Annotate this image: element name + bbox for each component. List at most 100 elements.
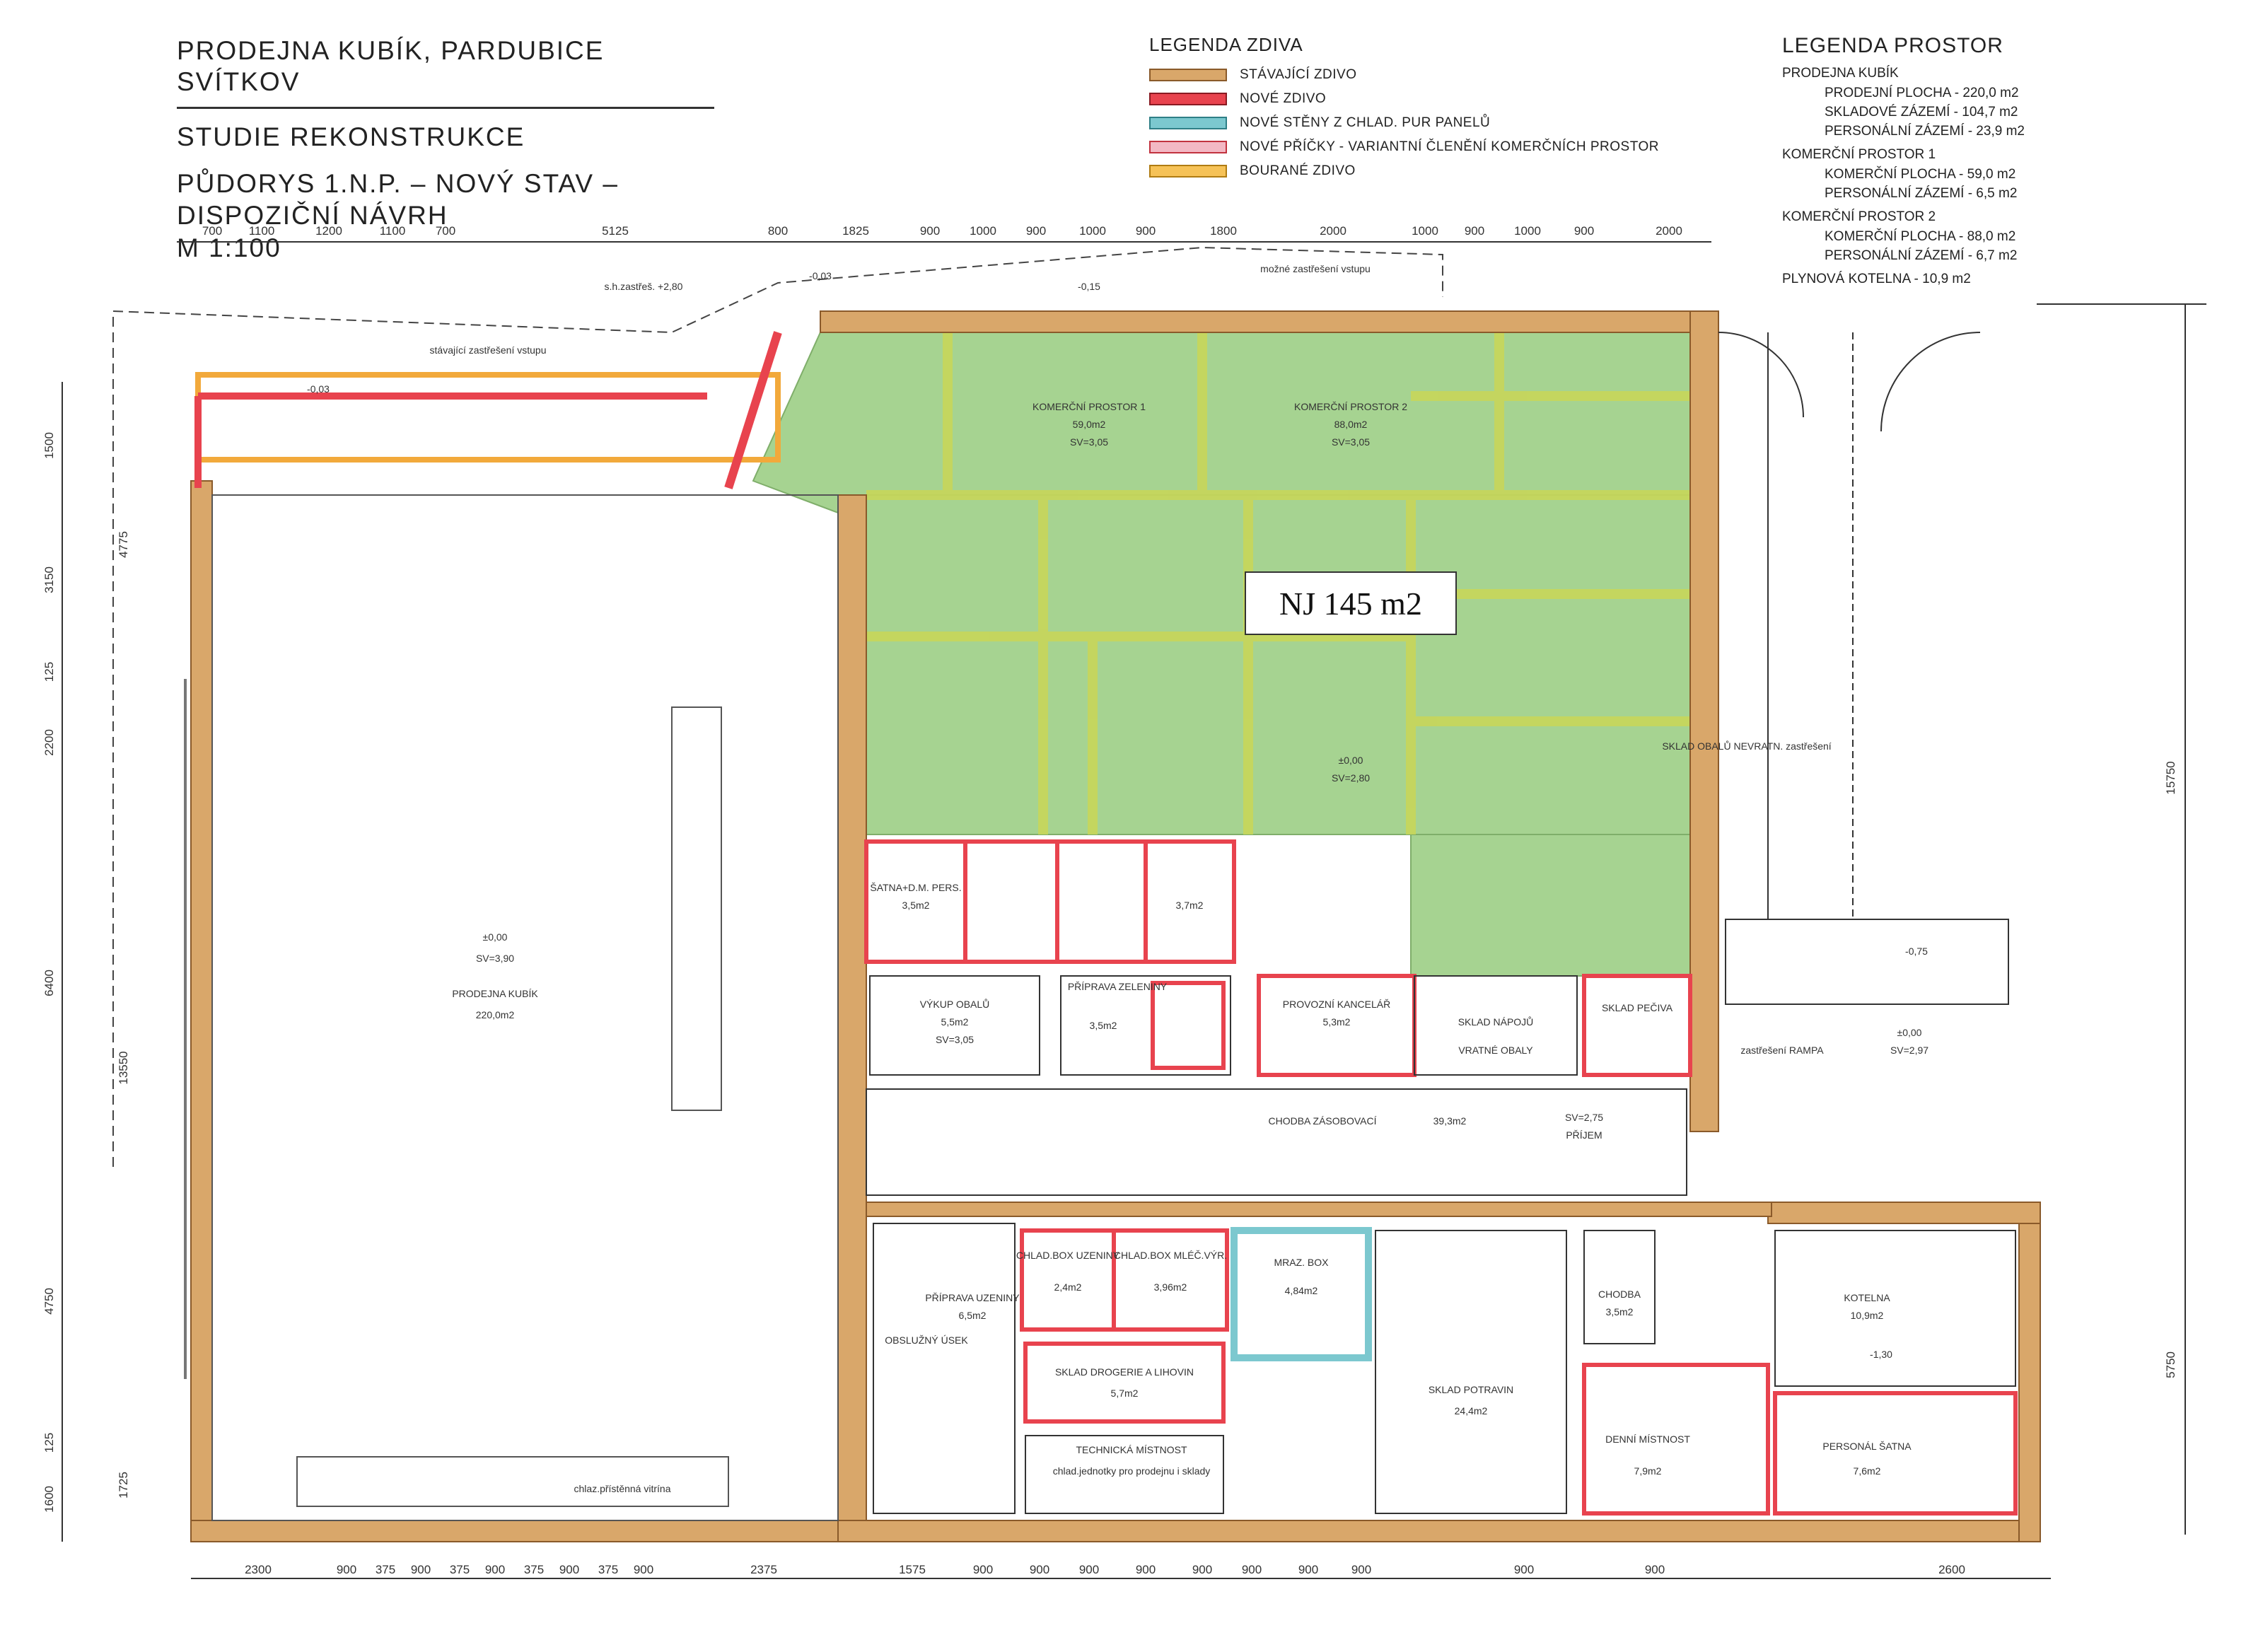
label-kotelna-area: 10,9m2: [1851, 1310, 1884, 1321]
title-scale: M 1:100: [177, 233, 281, 262]
dim-bottom: 900: [1298, 1563, 1318, 1576]
label-prodejna-level: ±0,00: [483, 931, 508, 943]
dim-bottom: 900: [1030, 1563, 1049, 1576]
label-zastreseni: stávající zastřešení vstupu: [430, 344, 547, 356]
title-block: PRODEJNA KUBÍK, PARDUBICE SVÍTKOV STUDIE…: [177, 35, 714, 264]
dim-left: 4750: [42, 1288, 56, 1315]
legend-spaces: LEGENDA PROSTOR PRODEJNA KUBÍK PRODEJNÍ …: [1782, 34, 2249, 293]
legend-walls-row: NOVÉ STĚNY Z CHLAD. PUR PANELŮ: [1149, 112, 1715, 134]
room-priprava-zeleniny: [1060, 975, 1231, 1076]
label-chlad-box-uzeniny: CHLAD.BOX UZENINY: [1016, 1250, 1120, 1261]
dim-bottom: 900: [1351, 1563, 1371, 1576]
legend-walls: LEGENDA ZDIVA STÁVAJÍCÍ ZDIVO NOVÉ ZDIVO…: [1149, 34, 1715, 185]
legend-item: PERSONÁLNÍ ZÁZEMÍ - 6,7 m2: [1825, 248, 2018, 263]
sales-floor: [184, 494, 839, 1521]
legend-group: KOMERČNÍ PROSTOR 2 KOMERČNÍ PLOCHA - 88,…: [1782, 207, 2249, 265]
room-vykup: [869, 975, 1040, 1076]
legend-swatch: [1149, 69, 1227, 81]
legend-walls-label: NOVÉ PŘÍČKY - VARIANTNÍ ČLENĚNÍ KOMERČNÍ…: [1240, 139, 1659, 154]
room-sklad-potravin: [1375, 1230, 1567, 1514]
legend-walls-label: BOURANÉ ZDIVO: [1240, 163, 1356, 178]
annotation-text: NJ 145 m2: [1279, 585, 1422, 622]
label-level-015: -0,15: [1078, 281, 1100, 292]
dim-top: 1825: [842, 224, 869, 238]
room-personal-satna: [1773, 1391, 2018, 1516]
dim-left: 3150: [42, 566, 56, 593]
ramp-outline: [1725, 919, 2009, 1005]
label-sklad-drogerie-area: 5,7m2: [1111, 1388, 1139, 1399]
dim-bottom: 2300: [245, 1563, 272, 1576]
label-personal-area: 7,6m2: [1854, 1465, 1881, 1477]
label-sklad-obalu: SKLAD OBALŮ NEVRATN. zastřešení: [1662, 740, 1831, 752]
dim-bottom: 900: [337, 1563, 356, 1576]
label-mozne-zastreseni: možné zastřešení vstupu: [1260, 263, 1371, 274]
label-komercni-1-sv: SV=3,05: [1070, 436, 1108, 448]
annotation-box: NJ 145 m2: [1245, 571, 1457, 635]
dim-bottom: 900: [1242, 1563, 1262, 1576]
wall-west: [190, 480, 213, 1542]
dim-top: 900: [1465, 224, 1484, 238]
dim-top: 1000: [970, 224, 996, 238]
title-plan: PŮDORYS 1.N.P. – NOVÝ STAV – DISPOZIČNÍ …: [177, 169, 619, 230]
legend-group: PRODEJNA KUBÍK PRODEJNÍ PLOCHA - 220,0 m…: [1782, 64, 2249, 141]
gate-swing: [1880, 332, 1981, 432]
legend-walls-label: NOVÉ STĚNY Z CHLAD. PUR PANELŮ: [1240, 115, 1491, 130]
vestibule-outline: [195, 372, 781, 463]
legend-walls-heading: LEGENDA ZDIVA: [1149, 34, 1303, 55]
label-vykup: VÝKUP OBALŮ: [920, 998, 990, 1010]
legend-swatch: [1149, 117, 1227, 129]
commercial-area: [752, 332, 1691, 977]
label-satna: ŠATNA+D.M. PERS.: [870, 882, 961, 893]
room-mraz-box: [1231, 1227, 1372, 1361]
label-sklad-drogerie: SKLAD DROGERIE A LIHOVIN: [1055, 1366, 1194, 1378]
existing-walls: [190, 310, 2041, 1542]
legend-walls-row: NOVÉ PŘÍČKY - VARIANTNÍ ČLENĚNÍ KOMERČNÍ…: [1149, 136, 1715, 158]
label-personal-satna: PERSONÁL ŠATNA: [1822, 1441, 1912, 1452]
label-priprava-zeleniny-area: 3,5m2: [1090, 1020, 1117, 1031]
label-komercni-2-area: 88,0m2: [1334, 419, 1368, 430]
dim-top: 900: [1574, 224, 1594, 238]
label-level-003-left: -0,03: [307, 383, 330, 395]
label-chodba-2-area: 3,5m2: [1606, 1306, 1634, 1317]
wall-south-service: [837, 1520, 2041, 1542]
label-obsluzny-usek: OBSLUŽNÝ ÚSEK: [885, 1334, 968, 1346]
dim-labels-top: 700 1100 1200 1100 700 5125 800 1825 900…: [202, 224, 1682, 238]
legend-group: KOMERČNÍ PROSTOR 1 KOMERČNÍ PLOCHA - 59,…: [1782, 145, 2249, 203]
legend-walls-label: NOVÉ ZDIVO: [1240, 91, 1327, 106]
dim-left: 2200: [42, 729, 56, 756]
dim-bottom: 2600: [1938, 1563, 1965, 1576]
label-komercni-2-sv: SV=3,05: [1332, 436, 1370, 448]
label-sh-zastreseni: s.h.zastřeš. +2,80: [605, 281, 683, 292]
dim-top: 800: [768, 224, 788, 238]
room-chlad-box-uzeniny: [1020, 1228, 1116, 1332]
dim-bottom: 900: [634, 1563, 653, 1576]
dim-bottom: 900: [485, 1563, 505, 1576]
wall-interior-spine: [837, 494, 867, 1542]
label-rampa-level: ±0,00: [1897, 1027, 1922, 1038]
label-priprava-uzeniny-area: 6,5m2: [959, 1310, 987, 1321]
wall-east-lower: [2018, 1202, 2041, 1542]
title-study: STUDIE REKONSTRUKCE: [177, 122, 525, 151]
legend-item: PERSONÁLNÍ ZÁZEMÍ - 6,5 m2: [1825, 186, 2018, 201]
dim-top: 5125: [602, 224, 629, 238]
dim-bottom: 2375: [750, 1563, 777, 1576]
label-sklad-napoju: SKLAD NÁPOJŮ: [1458, 1016, 1534, 1028]
dim-bottom: 900: [411, 1563, 431, 1576]
legend-walls-label: STÁVAJÍCÍ ZDIVO: [1240, 67, 1357, 82]
room-denni-mistnost: [1582, 1363, 1770, 1516]
dim-top: 900: [1026, 224, 1046, 238]
dim-bottom: 375: [450, 1563, 470, 1576]
label-rampa-sv: SV=2,97: [1890, 1045, 1929, 1056]
label-prodejna-name: PRODEJNA KUBÍK: [452, 988, 538, 999]
dim-left: 125: [42, 1433, 56, 1453]
label-mraz-box: MRAZ. BOX: [1274, 1257, 1329, 1268]
label-komercni-sv: SV=2,80: [1332, 772, 1370, 784]
room-chlad-box-zeleniny: [1151, 981, 1226, 1070]
room-chlad-box-mlec: [1112, 1228, 1229, 1332]
dim-labels-right: 15750 5750: [2164, 761, 2177, 1378]
label-chlad-box-mlec-area: 3,96m2: [1154, 1281, 1187, 1293]
label-komercni-1-area: 59,0m2: [1073, 419, 1106, 430]
dim-bottom: 900: [559, 1563, 579, 1576]
entrance-vestibule: [194, 331, 782, 489]
label-kancelar-area: 5,3m2: [1323, 1016, 1351, 1028]
